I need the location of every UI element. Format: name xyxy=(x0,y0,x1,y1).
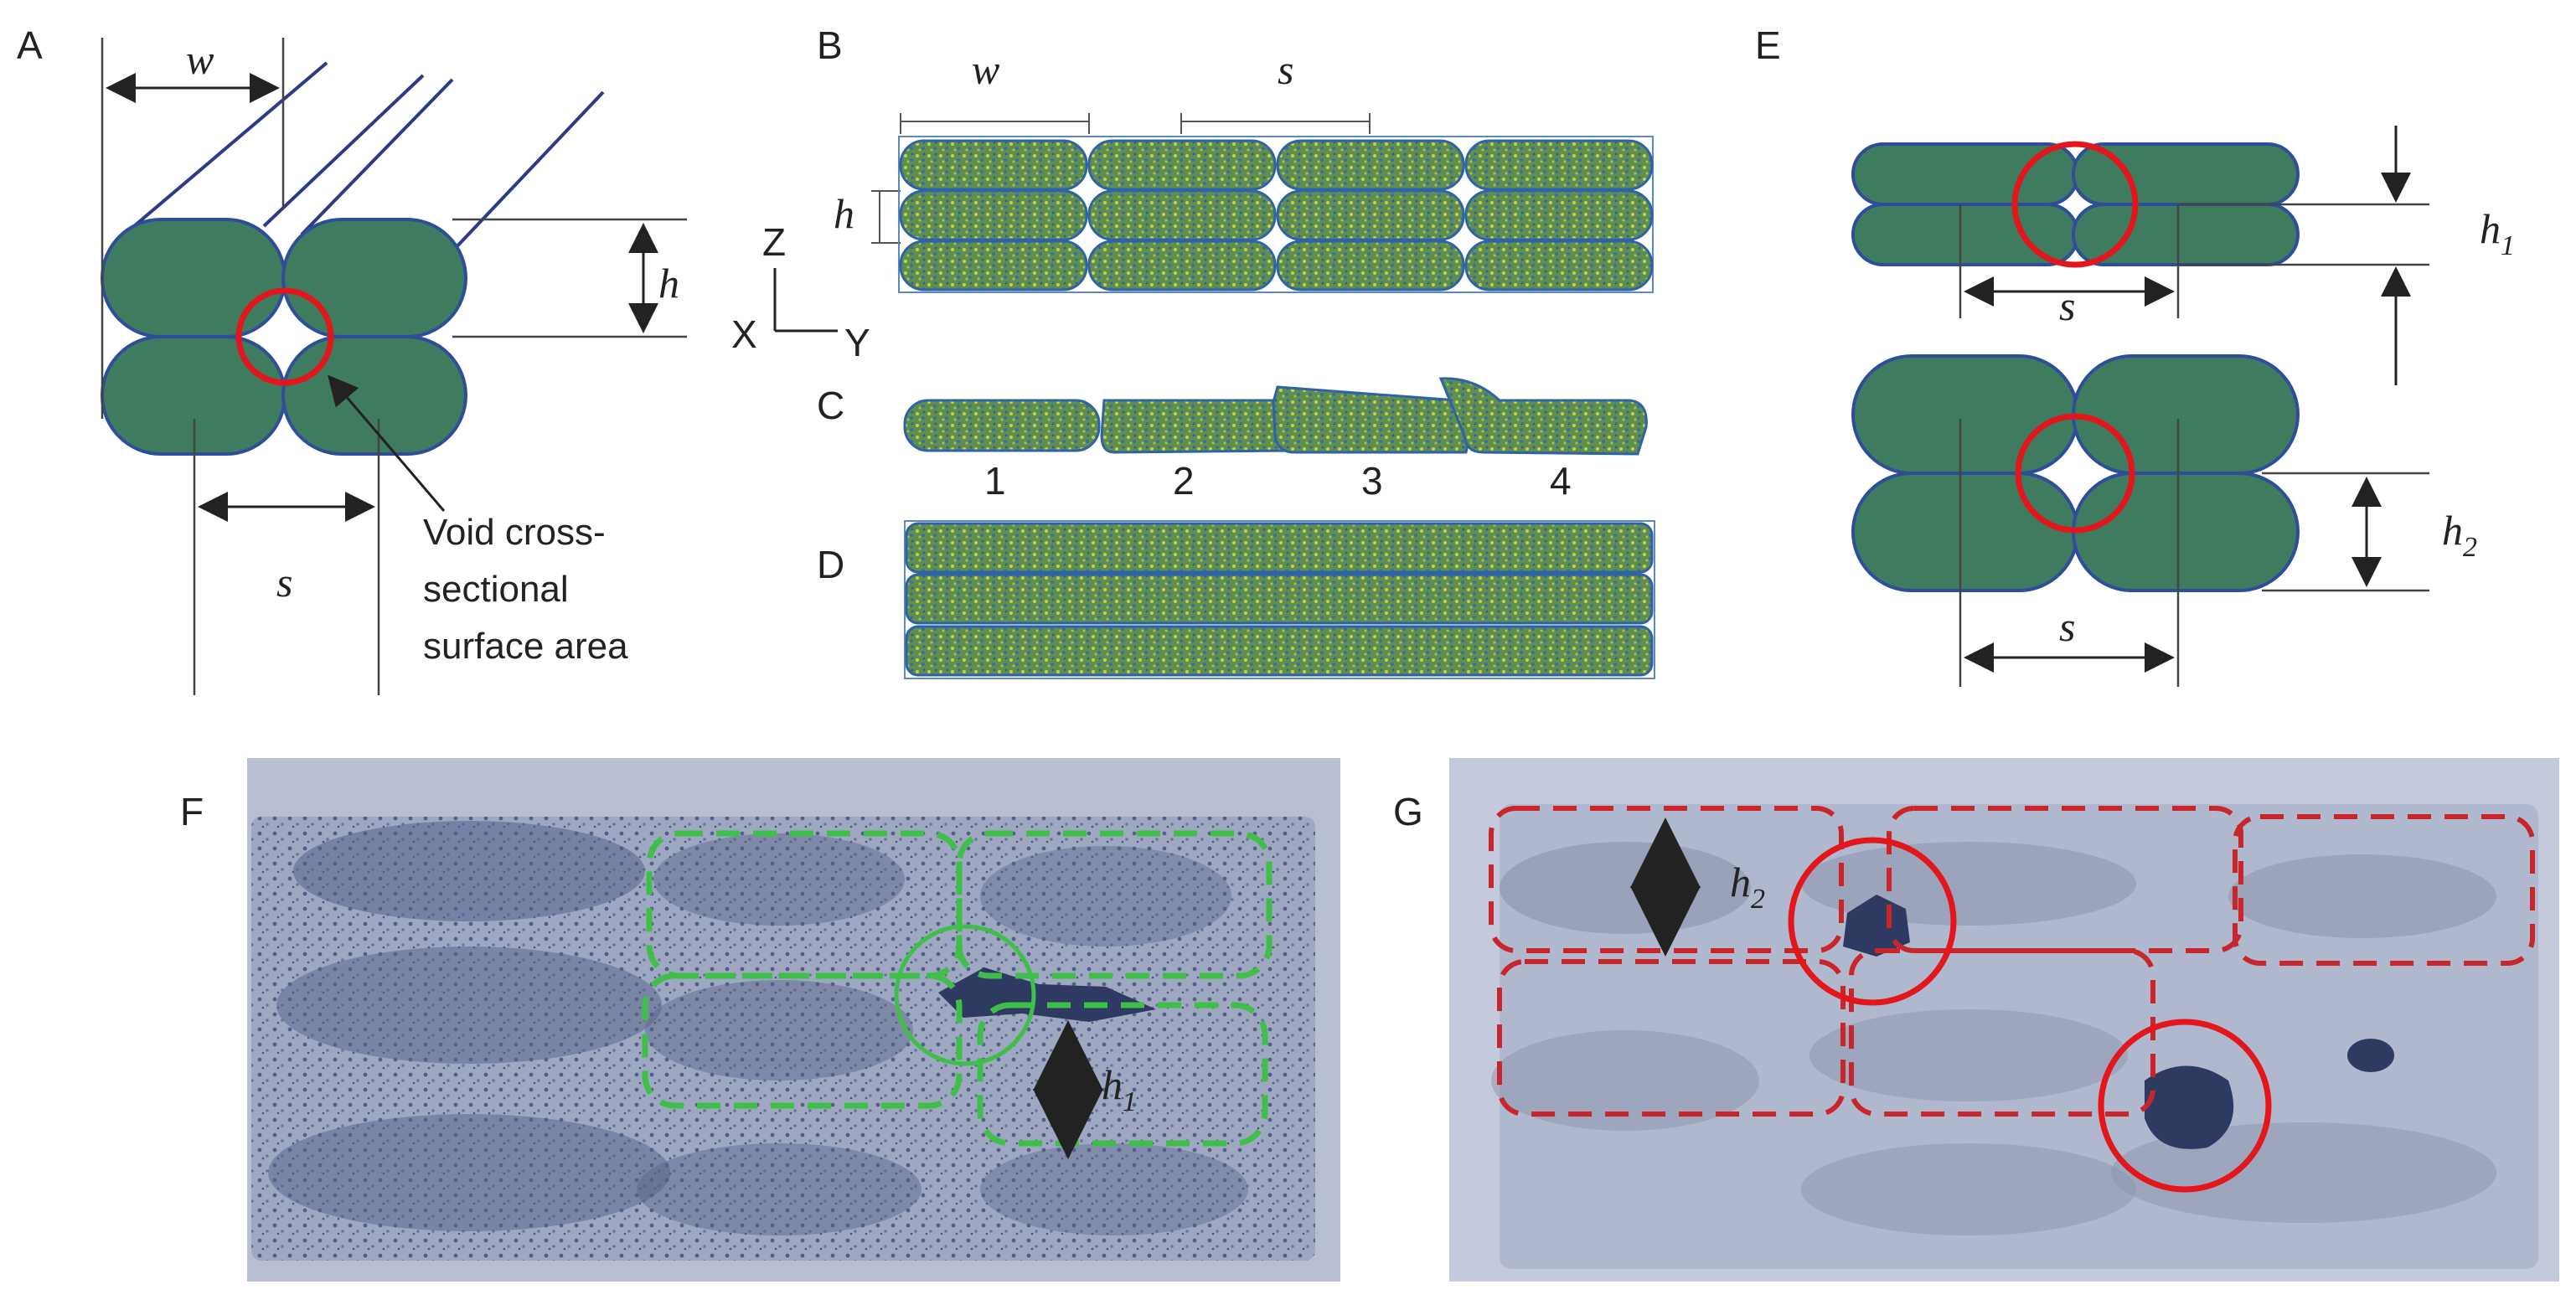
panel-b-axis-z: Z xyxy=(762,220,786,264)
panel-b-beads xyxy=(899,139,1654,291)
panel-a-s-label: s xyxy=(276,559,292,606)
panel-a-void-circle xyxy=(235,287,334,386)
panel-c-label: C xyxy=(817,384,844,427)
panel-e-h1-label: h1 xyxy=(2480,205,2515,261)
panel-c-beads xyxy=(903,377,1648,456)
panel-b-axis-x: X xyxy=(731,312,757,356)
panel-c-number-4: 4 xyxy=(1550,459,1572,503)
panel-f-dashed-beads xyxy=(642,830,1273,1147)
panel-a-annotation-line-3: surface area xyxy=(423,626,628,667)
panel-d-layers xyxy=(905,522,1654,677)
panel-a-h-label: h xyxy=(658,260,679,307)
panel-a-dimension-lines xyxy=(101,38,687,695)
panel-b-w-label: w xyxy=(972,46,999,93)
panel-f-micrograph xyxy=(247,758,1340,1282)
panel-e-top-beads xyxy=(1851,142,2300,266)
panel-g-h2-label: h2 xyxy=(1730,859,1765,915)
panel-g-micrograph xyxy=(1449,758,2559,1282)
panel-b: B w s h Z X Y xyxy=(731,23,1654,364)
panel-c-number-2: 2 xyxy=(1173,459,1195,503)
panel-f: F h1 xyxy=(180,758,1340,1282)
panel-b-label: B xyxy=(817,23,843,67)
panel-e: E h1 xyxy=(1755,23,2515,687)
panel-e-s-bottom-label: s xyxy=(2059,603,2075,650)
panel-a-annotation-arrow xyxy=(328,374,446,512)
panel-g-void-circle-1 xyxy=(1788,837,1957,1006)
panel-e-s-top-label: s xyxy=(2059,282,2075,329)
panel-e-bottom-void-circle xyxy=(2015,413,2135,534)
panel-b-axes-icon xyxy=(773,268,838,333)
panel-f-void-circle xyxy=(894,924,1036,1066)
panel-a: A w h s xyxy=(17,23,687,695)
panel-d: D xyxy=(817,520,1655,679)
panel-f-label: F xyxy=(180,790,204,833)
panel-e-dimension-lines xyxy=(1959,203,2429,687)
panel-a-w-label: w xyxy=(186,36,214,83)
panel-e-h2-label: h2 xyxy=(2442,507,2477,563)
panel-a-annotation-line-1: Void cross- xyxy=(423,512,606,553)
panel-e-bottom-beads xyxy=(1851,354,2300,592)
panel-a-annotation-line-2: sectional xyxy=(423,569,569,610)
panel-g: G h2 xyxy=(1393,758,2559,1282)
panel-e-label: E xyxy=(1755,23,1781,67)
panel-a-beads xyxy=(101,218,467,456)
panel-b-s-label: s xyxy=(1278,46,1293,93)
panel-f-h1-label: h1 xyxy=(1102,1061,1137,1117)
panel-g-label: G xyxy=(1393,790,1423,833)
panel-a-label: A xyxy=(17,23,43,67)
panel-a-filament-lines xyxy=(132,61,605,253)
panel-g-void-circle-2 xyxy=(2098,1019,2272,1193)
panel-g-dashed-beads xyxy=(1489,806,2535,1117)
panel-e-top-void-circle xyxy=(2011,141,2139,268)
panel-c-number-3: 3 xyxy=(1361,459,1383,503)
panel-d-frame xyxy=(904,520,1655,679)
panel-c: C 1 2 3 4 xyxy=(817,377,1648,503)
panel-b-h-label: h xyxy=(834,190,854,237)
panel-d-label: D xyxy=(817,543,844,586)
panel-b-axis-y: Y xyxy=(844,321,870,364)
panel-c-number-1: 1 xyxy=(984,459,1006,503)
